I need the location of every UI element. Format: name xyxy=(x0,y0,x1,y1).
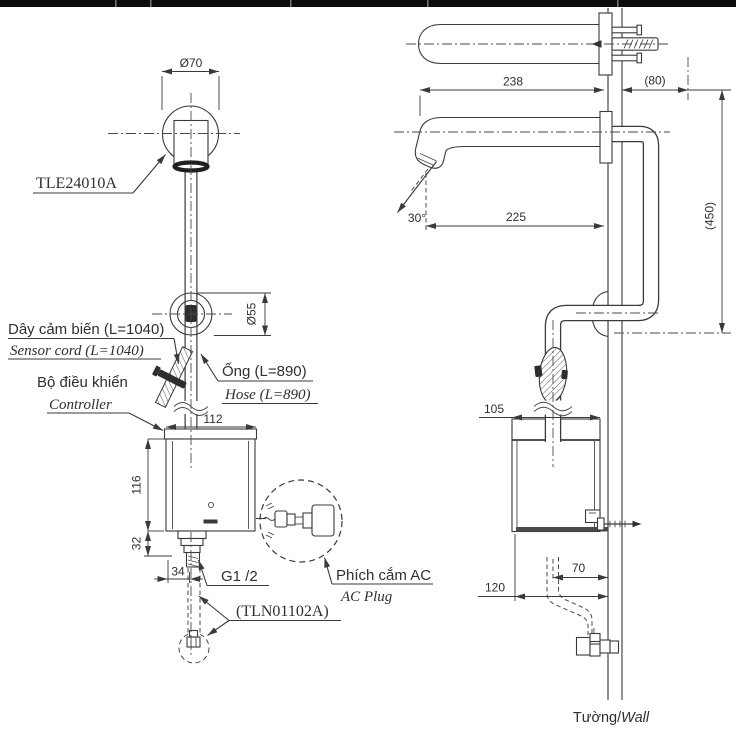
dim-controller-width: 112 xyxy=(166,412,256,430)
dim-escutcheon-diameter: Ø55 xyxy=(197,292,271,336)
centerlines-side xyxy=(394,43,731,467)
dim-controller-height-text: 116 xyxy=(130,475,144,494)
thread-size-text: G1 /2 xyxy=(221,568,258,585)
dim-behind-wall-text: (80) xyxy=(644,74,665,88)
wall-label-en: Wall xyxy=(621,710,650,726)
ac-plug-detail xyxy=(256,479,343,563)
ac-plug-en-text: AC Plug xyxy=(340,589,393,605)
wall-outlet xyxy=(575,628,620,657)
hose-vi-text: Ống (L=890) xyxy=(222,362,307,380)
centerlines-front xyxy=(108,93,240,658)
dim-controller-height: 116 xyxy=(130,438,164,532)
spout-front xyxy=(161,105,220,173)
model-text: TLE24010A xyxy=(36,175,117,192)
sensor-cord-vi-text: Dây cảm biến (L=1040) xyxy=(8,321,164,338)
mount-plate xyxy=(516,527,608,532)
dim-controller-side-width: 105 xyxy=(479,402,600,421)
wall-screw xyxy=(596,517,642,531)
dim-spout-reach-text: 225 xyxy=(506,210,526,224)
dim-spout-angle: 30° xyxy=(397,161,437,225)
controller-led xyxy=(207,501,215,509)
dim-outlet-height: 32 xyxy=(130,531,172,557)
dim-controller-depth: 120 xyxy=(478,534,608,601)
dim-controller-depth-text: 120 xyxy=(485,581,505,595)
dim-escutcheon-diameter-text: Ø55 xyxy=(245,302,259,325)
dim-spout-diameter: Ø70 xyxy=(161,56,220,110)
ac-plug-vi-text: Phích cắm AC xyxy=(336,567,431,584)
supply-hidden-lines xyxy=(178,568,210,664)
label-ac-plug: Phích cắm AC AC Plug xyxy=(323,557,433,605)
dim-top-reach-text: 238 xyxy=(503,75,523,89)
spout-side-view xyxy=(414,110,613,169)
dim-behind-wall: (80) xyxy=(622,57,731,100)
detail-circle xyxy=(259,479,343,563)
dim-spout-reach: 225 xyxy=(425,173,604,231)
dim-controller-width-text: 112 xyxy=(203,412,222,426)
fixing-mark xyxy=(591,40,602,48)
wall-label: Tường/Wall xyxy=(573,710,650,726)
label-valve-model: (TLN01102A) xyxy=(198,595,341,636)
side-view: 238 (80) 225 30° (450) 105 xyxy=(394,8,731,726)
dim-mount-height: (450) xyxy=(703,90,725,333)
outlet-fitting-front xyxy=(177,530,207,568)
sensor-cord-coil-front xyxy=(152,346,194,408)
sensor-cord-en-text: Sensor cord (L=1040) xyxy=(10,343,144,359)
controller-box-front xyxy=(163,428,258,532)
sensor-cord-coil-side xyxy=(534,347,568,403)
dim-spout-angle-text: 30° xyxy=(408,211,426,225)
dim-cord-wall-offset: 70 xyxy=(552,559,608,582)
dim-cord-wall-offset-text: 70 xyxy=(572,561,586,575)
pipe-side xyxy=(544,125,660,442)
dim-outlet-width: 34 xyxy=(154,560,203,583)
dim-outlet-width-text: 34 xyxy=(171,565,185,579)
controller-vi-text: Bộ điều khiển xyxy=(37,374,128,391)
mount-stud-upper xyxy=(611,26,641,34)
mount-stud-lower xyxy=(611,54,641,62)
dim-outlet-height-text: 32 xyxy=(130,537,144,551)
label-controller: Bộ điều khiển Controller xyxy=(37,374,164,431)
controller-en-text: Controller xyxy=(49,397,112,413)
dim-spout-diameter-text: Ø70 xyxy=(180,56,203,70)
label-thread-size: G1 /2 xyxy=(197,559,269,587)
dim-top-reach: 238 xyxy=(419,75,604,116)
valve-model-text: (TLN01102A) xyxy=(236,603,329,620)
controller-slot xyxy=(203,519,218,524)
label-hose: Ống (L=890) Hose (L=890) xyxy=(200,353,318,405)
hose-en-text: Hose (L=890) xyxy=(224,387,311,403)
top-crop-bar xyxy=(0,0,736,7)
power-cord-hidden xyxy=(546,557,593,635)
label-sensor-cord: Dây cảm biến (L=1040) Sensor cord (L=104… xyxy=(8,321,180,365)
dim-mount-height-text: (450) xyxy=(703,202,717,230)
label-model: TLE24010A xyxy=(33,154,166,194)
dim-controller-side-width-text: 105 xyxy=(484,402,504,416)
front-view: Ø70 Ø55 112 116 32 34 xyxy=(8,56,433,664)
wall-label-vi: Tường/ xyxy=(573,710,622,726)
